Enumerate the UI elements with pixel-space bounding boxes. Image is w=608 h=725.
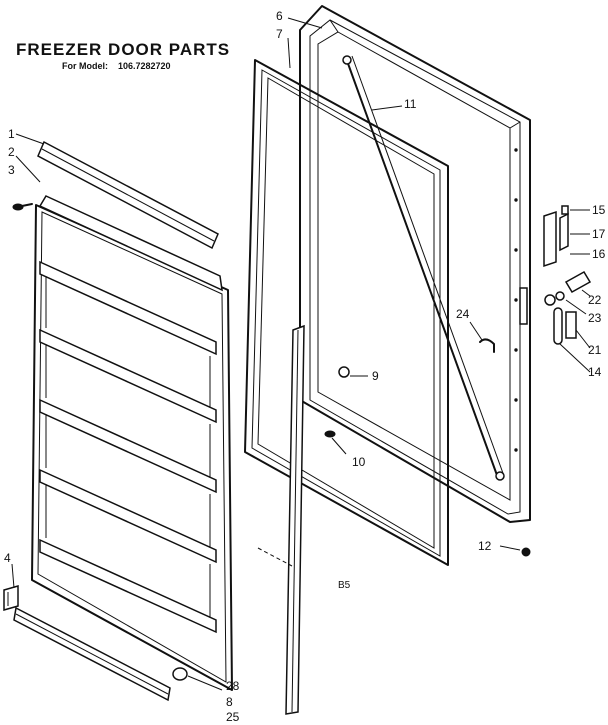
callout-4: 4 — [4, 551, 11, 565]
alignment-line — [257, 547, 293, 567]
bottom-bracket — [3, 585, 19, 611]
callout-28: 28 — [226, 679, 240, 693]
callout-2: 2 — [8, 145, 15, 159]
leader-11 — [371, 105, 403, 111]
bottom-trim-strip — [13, 606, 171, 702]
door-gasket — [244, 59, 449, 566]
washer — [324, 430, 347, 455]
callout-11: 11 — [404, 97, 417, 111]
model-label: For Model: — [62, 61, 108, 71]
leader-6 — [287, 17, 323, 29]
leader-1 — [15, 133, 45, 145]
callout-23: 23 — [588, 311, 602, 325]
outer-door-panel — [299, 5, 531, 523]
diagonal-brace — [342, 55, 505, 481]
callout-8: 8 — [226, 695, 233, 709]
handle-bracket — [543, 205, 590, 268]
callout-17: 17 — [592, 227, 606, 241]
callout-14: 14 — [588, 365, 602, 379]
model-number: 106.7282720 — [118, 61, 171, 71]
screw — [12, 203, 33, 211]
nut — [499, 545, 531, 557]
callout-6: 6 — [276, 9, 283, 23]
callout-16: 16 — [592, 247, 606, 261]
leader-2 — [15, 155, 41, 183]
diagram-title: FREEZER DOOR PARTS — [16, 40, 231, 59]
leader-7 — [287, 37, 291, 69]
top-trim-strip — [37, 140, 219, 250]
model-info: For Model: 106.7282720 — [62, 61, 181, 71]
callout-9: 9 — [372, 369, 379, 383]
callout-15: 15 — [592, 203, 606, 217]
plug — [172, 667, 223, 691]
callout-24: 24 — [456, 307, 470, 321]
callout-12: 12 — [478, 539, 492, 553]
callout-1: 1 — [8, 127, 15, 141]
latch-assembly — [544, 270, 592, 315]
strike-plate — [553, 307, 591, 373]
callout-21: 21 — [588, 343, 602, 357]
inner-door-liner — [31, 195, 233, 691]
clip — [469, 321, 495, 353]
leader-4 — [11, 563, 15, 589]
vertical-strip — [285, 324, 305, 715]
callout-25: 25 — [226, 710, 240, 724]
callout-3: 3 — [8, 163, 15, 177]
callout-10: 10 — [352, 455, 366, 469]
figure-mark: B5 — [338, 580, 351, 591]
callout-7: 7 — [276, 27, 283, 41]
callout-22: 22 — [588, 293, 602, 307]
hinge-pin — [338, 366, 368, 378]
